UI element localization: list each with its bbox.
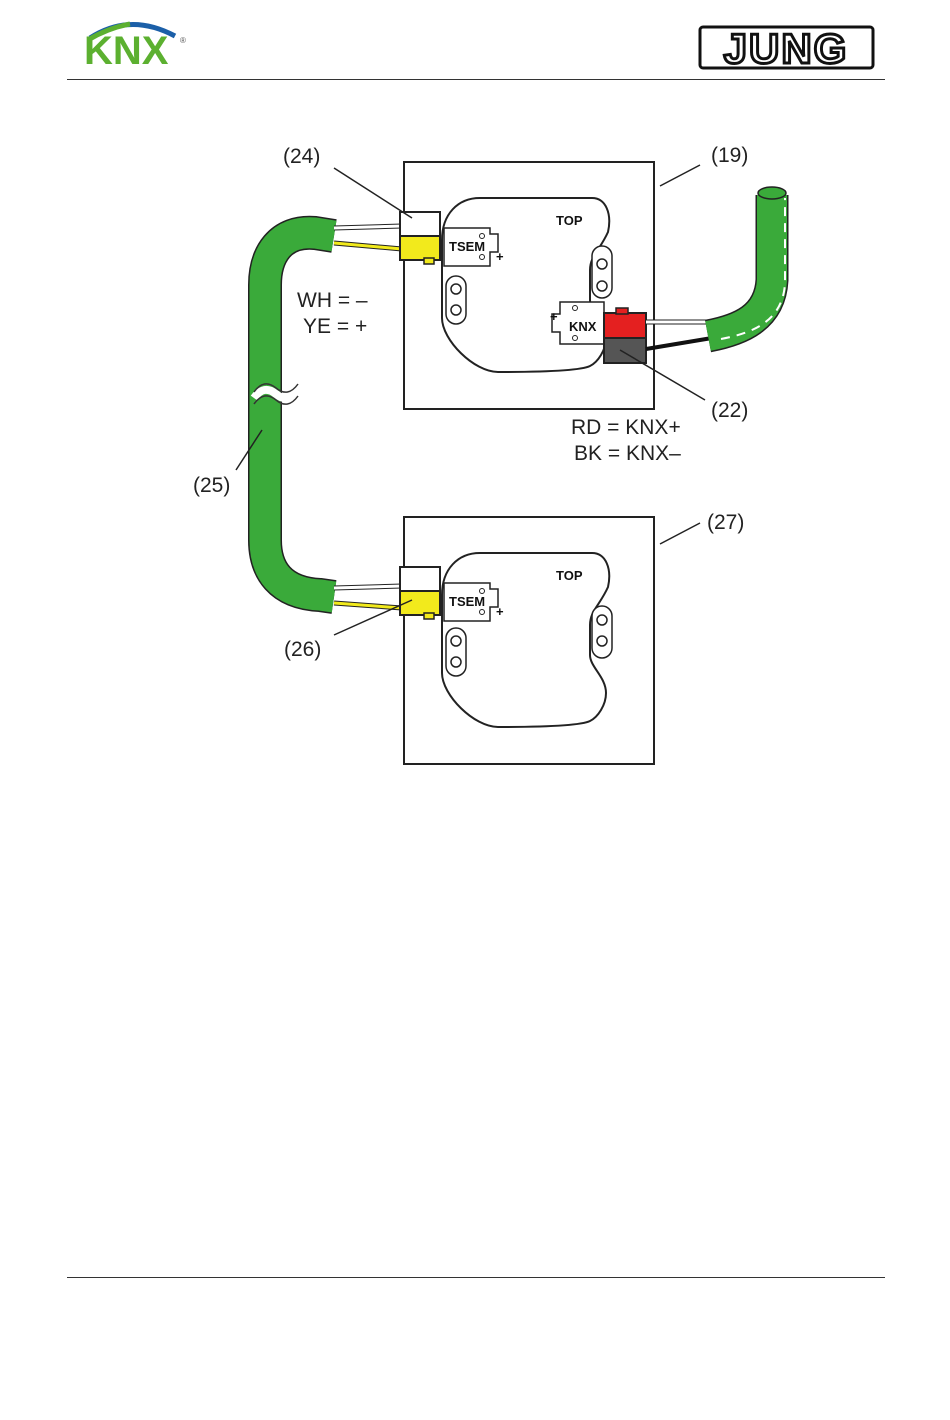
bus-cable (708, 195, 772, 336)
mount-slot-right (592, 606, 612, 658)
wire-legend-bk: BK = KNX– (574, 442, 681, 465)
callout-19: (19) (711, 144, 748, 167)
callout-26: (26) (284, 638, 321, 661)
device-lower: TOP TSEM + (404, 517, 654, 764)
mount-hole (451, 305, 461, 315)
bus-cable-end (758, 187, 786, 199)
wire-white-upper (334, 226, 402, 228)
plug-22-latch (616, 308, 628, 314)
wire-legend-rd: RD = KNX+ (571, 416, 681, 439)
callout-22: (22) (711, 399, 748, 422)
cable-25 (265, 233, 334, 597)
socket-pin (573, 336, 578, 341)
jung-logo: JUNG (700, 25, 873, 72)
mount-slot-left (446, 276, 466, 324)
callout-25: (25) (193, 474, 230, 497)
mount-slot-left (446, 628, 466, 676)
device-upper-insert (442, 198, 609, 372)
socket-pin (480, 589, 485, 594)
registered-mark: ® (180, 36, 186, 45)
knx-logo: KNX ® (84, 24, 186, 73)
plug-24-white (400, 212, 440, 236)
jung-logo-text: JUNG (724, 25, 849, 72)
device-lower-insert (442, 553, 609, 727)
callout-24: (24) (283, 145, 320, 168)
leader-19 (660, 165, 700, 186)
plus-mark: + (496, 604, 504, 619)
mount-hole (451, 636, 461, 646)
knx-socket-label: KNX (569, 319, 597, 334)
wire-legend-wh: WH = – (297, 289, 368, 312)
mount-hole (451, 284, 461, 294)
leader-27 (660, 523, 700, 544)
knx-logo-text: KNX (84, 29, 169, 73)
wire-black (646, 338, 712, 349)
plug-26-latch (424, 613, 434, 619)
tsem-label-lower: TSEM (449, 594, 485, 609)
mount-hole (451, 657, 461, 667)
mount-hole (597, 281, 607, 291)
plug-22-red (604, 313, 646, 338)
socket-pin (480, 255, 485, 260)
mount-hole (597, 259, 607, 269)
mount-hole (597, 615, 607, 625)
wire-white-lower (334, 586, 402, 588)
callout-27: (27) (707, 511, 744, 534)
wire-legend-ye: YE = + (303, 315, 367, 338)
socket-pin (573, 306, 578, 311)
plus-mark: + (550, 309, 558, 324)
plug-26-white (400, 567, 440, 591)
plug-22-grey (604, 338, 646, 363)
plug-24-yellow (400, 236, 440, 260)
plus-mark: + (496, 249, 504, 264)
top-mark-lower: TOP (556, 568, 583, 583)
leader-24 (334, 168, 412, 218)
plug-24-latch (424, 258, 434, 264)
mount-hole (597, 636, 607, 646)
socket-pin (480, 610, 485, 615)
socket-pin (480, 234, 485, 239)
tsem-label-upper: TSEM (449, 239, 485, 254)
device-upper: TOP TSEM + KNX + (404, 162, 654, 409)
top-mark-upper: TOP (556, 213, 583, 228)
